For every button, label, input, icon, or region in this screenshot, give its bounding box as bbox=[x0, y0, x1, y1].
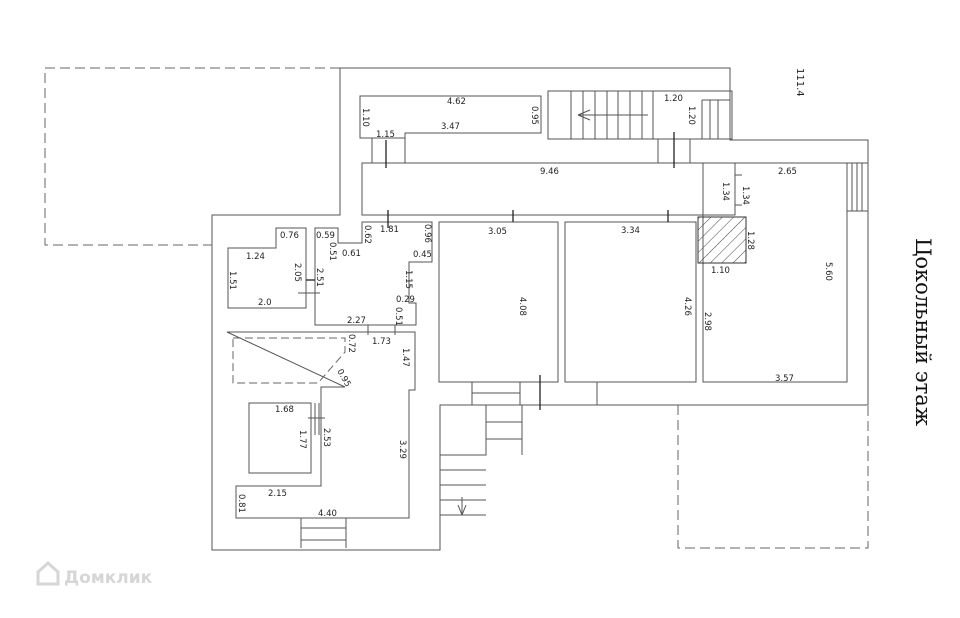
svg-text:2.51: 2.51 bbox=[314, 268, 324, 287]
entrance-steps bbox=[300, 518, 347, 548]
svg-text:3.34: 3.34 bbox=[621, 226, 640, 236]
adjacent-area-outline-left bbox=[44, 67, 340, 246]
svg-text:2.98: 2.98 bbox=[702, 312, 712, 331]
svg-text:0.96: 0.96 bbox=[422, 224, 432, 243]
svg-text:1.77: 1.77 bbox=[297, 430, 307, 449]
svg-text:3.05: 3.05 bbox=[488, 227, 507, 237]
svg-text:0.81: 0.81 bbox=[236, 494, 246, 513]
svg-text:1.20: 1.20 bbox=[664, 94, 683, 104]
watermark-logo: Домклик bbox=[36, 560, 153, 588]
hall bbox=[314, 221, 433, 326]
svg-text:4.62: 4.62 bbox=[447, 97, 466, 107]
svg-text:0.51: 0.51 bbox=[327, 242, 337, 261]
svg-text:5.60: 5.60 bbox=[823, 262, 833, 281]
small-room bbox=[227, 227, 307, 309]
svg-text:1.15: 1.15 bbox=[376, 130, 395, 140]
room-a bbox=[438, 221, 559, 383]
svg-text:1.81: 1.81 bbox=[380, 225, 399, 235]
svg-text:1.10: 1.10 bbox=[360, 108, 370, 127]
svg-text:0.95: 0.95 bbox=[529, 106, 539, 125]
floor-title: Цокольный этаж bbox=[911, 238, 935, 427]
right-room bbox=[702, 162, 848, 383]
svg-text:3.47: 3.47 bbox=[441, 122, 460, 132]
svg-text:3.57: 3.57 bbox=[775, 374, 794, 384]
svg-text:1.68: 1.68 bbox=[275, 405, 294, 415]
svg-text:1.73: 1.73 bbox=[372, 337, 391, 347]
lower-staircase bbox=[440, 375, 598, 516]
svg-text:0.95: 0.95 bbox=[334, 368, 352, 389]
svg-text:4.26: 4.26 bbox=[682, 297, 692, 316]
top-staircase bbox=[547, 90, 733, 140]
top-room bbox=[359, 95, 542, 139]
svg-text:2.53: 2.53 bbox=[321, 428, 331, 447]
house-icon bbox=[36, 560, 60, 586]
svg-text:1.51: 1.51 bbox=[227, 271, 237, 290]
svg-text:2.15: 2.15 bbox=[268, 489, 287, 499]
corridor bbox=[361, 162, 736, 216]
svg-text:1.28: 1.28 bbox=[745, 231, 755, 250]
svg-text:1.10: 1.10 bbox=[711, 266, 730, 276]
svg-text:0.61: 0.61 bbox=[342, 249, 361, 259]
svg-text:1.15: 1.15 bbox=[403, 270, 413, 289]
svg-text:3.29: 3.29 bbox=[397, 440, 407, 459]
arrow-left-icon bbox=[577, 109, 591, 121]
svg-text:0.72: 0.72 bbox=[346, 334, 356, 353]
svg-text:0.59: 0.59 bbox=[316, 231, 335, 241]
svg-text:2.0: 2.0 bbox=[258, 298, 272, 308]
svg-text:1.34: 1.34 bbox=[740, 186, 750, 205]
svg-text:4.08: 4.08 bbox=[517, 297, 527, 316]
storage-room bbox=[248, 402, 312, 474]
room-b bbox=[564, 221, 697, 383]
svg-text:1.47: 1.47 bbox=[400, 348, 410, 367]
svg-text:0.29: 0.29 bbox=[396, 295, 415, 305]
svg-text:9.46: 9.46 bbox=[540, 167, 559, 177]
svg-text:Домклик: Домклик bbox=[64, 568, 153, 588]
svg-text:0.45: 0.45 bbox=[413, 250, 432, 260]
svg-text:4.40: 4.40 bbox=[318, 509, 337, 519]
area-label: 111.4 bbox=[794, 68, 805, 97]
shaft-hatched bbox=[697, 216, 747, 264]
right-staircase bbox=[846, 162, 869, 212]
svg-text:0.76: 0.76 bbox=[280, 231, 299, 241]
svg-text:2.65: 2.65 bbox=[778, 167, 797, 177]
svg-text:1.20: 1.20 bbox=[686, 106, 696, 125]
dimension-labels: 4.62 3.47 1.15 1.20 9.46 2.65 3.05 3.34 … bbox=[227, 94, 833, 519]
svg-text:0.51: 0.51 bbox=[393, 307, 403, 326]
lower-room bbox=[226, 331, 416, 519]
building-outline bbox=[211, 67, 869, 551]
svg-text:1.24: 1.24 bbox=[246, 252, 265, 262]
adjacent-area-outline-right bbox=[677, 405, 869, 549]
svg-text:1.34: 1.34 bbox=[720, 182, 730, 201]
svg-text:2.05: 2.05 bbox=[292, 263, 302, 282]
svg-text:2.27: 2.27 bbox=[347, 316, 366, 326]
svg-text:0.62: 0.62 bbox=[362, 225, 372, 244]
